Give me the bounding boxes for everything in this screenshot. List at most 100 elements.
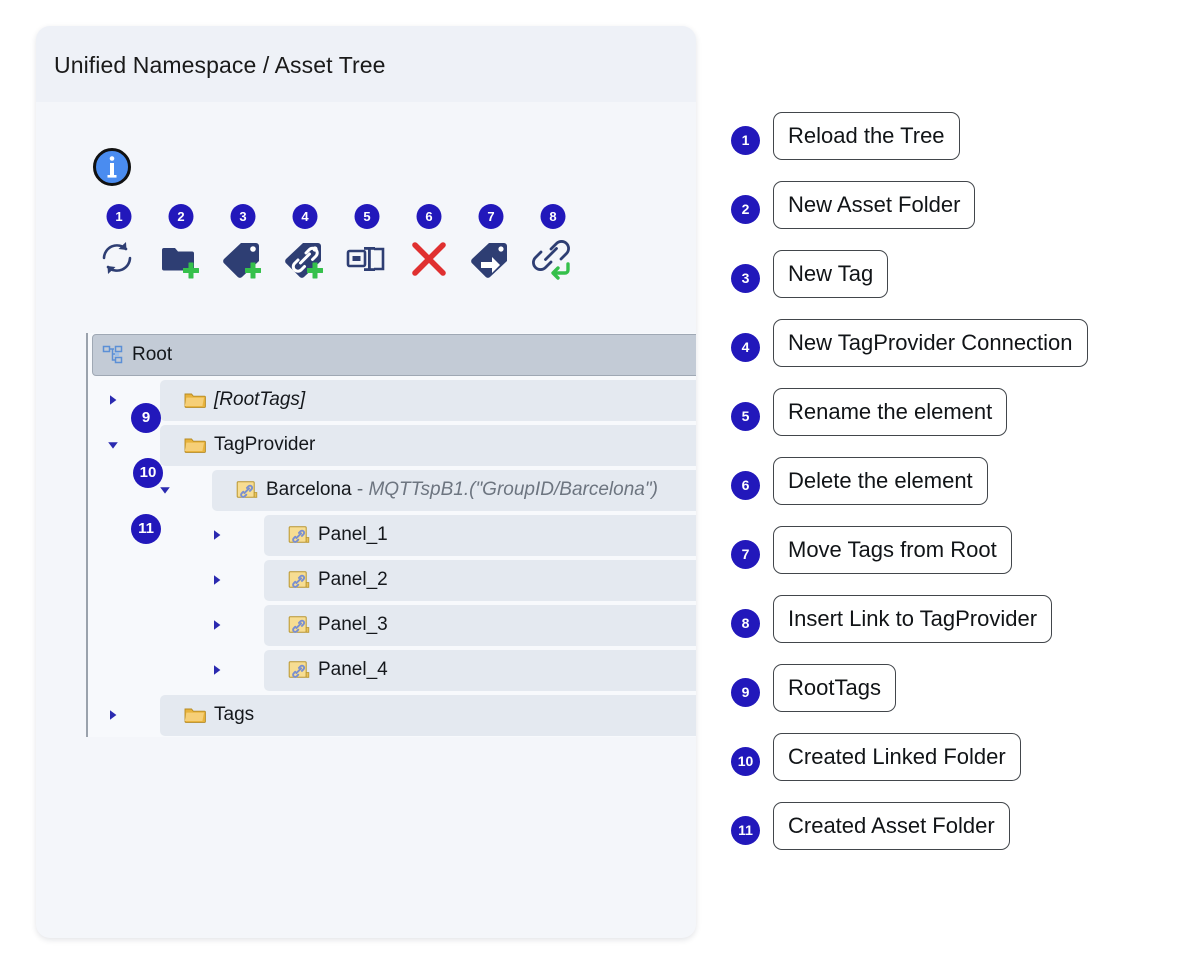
folder-icon [184,435,206,455]
legend-badge-10: 10 [731,747,760,776]
twisty-collapsed-icon[interactable] [210,663,224,677]
legend-label: Insert Link to TagProvider [788,606,1038,631]
tree-row-label: Panel_1 [318,524,388,546]
tree-row-name: Panel_4 [318,659,388,680]
tree-row-name: Panel_3 [318,614,388,635]
legend-label: New Tag [788,261,874,286]
tree-row-label: Root [132,344,172,366]
legend-label: Delete the element [788,468,973,493]
tree-badge-asset-folder: 11 [131,514,161,544]
tree-row-name: TagProvider [214,434,316,455]
toolbar-item-new-asset-folder[interactable]: 2 [154,204,208,290]
toolbar-item-delete-the-element[interactable]: 6 [402,204,456,290]
twisty-expanded-icon[interactable] [106,438,120,452]
toolbar-badge-4: 4 [292,204,318,229]
twisty-collapsed-icon[interactable] [106,708,120,722]
tree-row-background [160,380,696,421]
tree-row-label: TagProvider [214,434,315,456]
tree-row-label: Tags [214,704,254,726]
tree-row[interactable]: Panel_2 [88,558,696,603]
tree-row-name: Root [132,344,173,365]
tree-row-label: Panel_4 [318,659,388,681]
toolbar-item-new-tag[interactable]: 3 [216,204,270,290]
delete-x-icon[interactable] [406,236,452,282]
legend-label: New Asset Folder [788,192,961,217]
legend-label: Created Asset Folder [788,813,995,838]
legend-badge-1: 1 [731,126,760,155]
legend-label-box: Created Linked Folder [773,733,1021,781]
legend-label-box: Insert Link to TagProvider [773,595,1053,643]
linked-folder-icon [288,615,310,635]
folder-icon [184,705,206,725]
sitemap-icon [102,345,124,365]
tree-row[interactable]: TagProvider [88,423,696,468]
linked-folder-icon [288,570,310,590]
tree-row-background [264,560,696,601]
card-header: Unified Namespace / Asset Tree [36,26,696,102]
link-tag-plus-icon[interactable] [282,236,328,282]
rename-icon[interactable] [344,236,390,282]
tree-row[interactable]: Panel_1 [88,513,696,558]
tree-row-name: Tags [214,704,255,725]
twisty-collapsed-icon[interactable] [210,618,224,632]
tree-badge-roottags: 9 [131,403,161,433]
legend-item: 3 New Tag [731,250,1161,319]
tree-row-source-path: MQTTspB1.("GroupID/Barcelona") [368,479,658,500]
toolbar-item-new-tagprovider-connection[interactable]: 4 [278,204,332,290]
folder-icon [184,390,206,410]
legend-badge-3: 3 [731,264,760,293]
tree-row[interactable]: Root [88,333,696,378]
toolbar-badge-2: 2 [168,204,194,229]
toolbar-item-insert-link-to-tagprovider[interactable]: 8 [526,204,580,290]
twisty-collapsed-icon[interactable] [210,573,224,587]
legend-label-box: Created Asset Folder [773,802,1010,850]
legend-badge-6: 6 [731,471,760,500]
tree-row[interactable]: Panel_4 [88,648,696,693]
twisty-collapsed-icon[interactable] [106,393,120,407]
toolbar-badge-3: 3 [230,204,256,229]
linked-folder-icon [236,480,258,500]
legend-label-box: Delete the element [773,457,988,505]
tree-row[interactable]: Barcelona - MQTTspB1.("GroupID/Barcelona… [88,468,696,513]
toolbar-badge-6: 6 [416,204,442,229]
tree-row-separator: - [351,479,369,500]
twisty-collapsed-icon[interactable] [210,528,224,542]
tree-row-name: Panel_1 [318,524,388,545]
legend-badge-11: 11 [731,816,760,845]
legend-badge-9: 9 [731,678,760,707]
toolbar-item-reload-the-tree[interactable]: 1 [92,204,146,290]
toolbar-item-move-tags-from-root[interactable]: 7 [464,204,518,290]
legend-label: RootTags [788,675,881,700]
tree-row-background [264,515,696,556]
legend-label-box: Reload the Tree [773,112,960,160]
folder-plus-icon[interactable] [158,236,204,282]
toolbar-item-rename-the-element[interactable]: 5 [340,204,394,290]
tag-plus-icon[interactable] [220,236,266,282]
toolbar-badge-8: 8 [540,204,566,229]
legend-label-box: Move Tags from Root [773,526,1012,574]
tree-row[interactable]: Tags [88,693,696,737]
tree-row[interactable]: Panel_3 [88,603,696,648]
tree-row-label: [RootTags] [214,389,305,411]
tree-row-label: Panel_2 [318,569,388,591]
tree-row-name: Panel_2 [318,569,388,590]
tree-row-name: [RootTags] [214,389,306,410]
info-icon[interactable] [92,147,132,187]
tree-row[interactable]: [RootTags] [88,378,696,423]
tag-move-icon[interactable] [468,236,514,282]
link-insert-icon[interactable] [530,236,576,282]
tree-row-background [160,425,696,466]
tree-row-background [264,650,696,691]
legend-label: Move Tags from Root [788,537,997,562]
legend-label-box: New Asset Folder [773,181,976,229]
twisty-expanded-icon[interactable] [158,483,172,497]
reload-icon[interactable] [96,236,142,282]
